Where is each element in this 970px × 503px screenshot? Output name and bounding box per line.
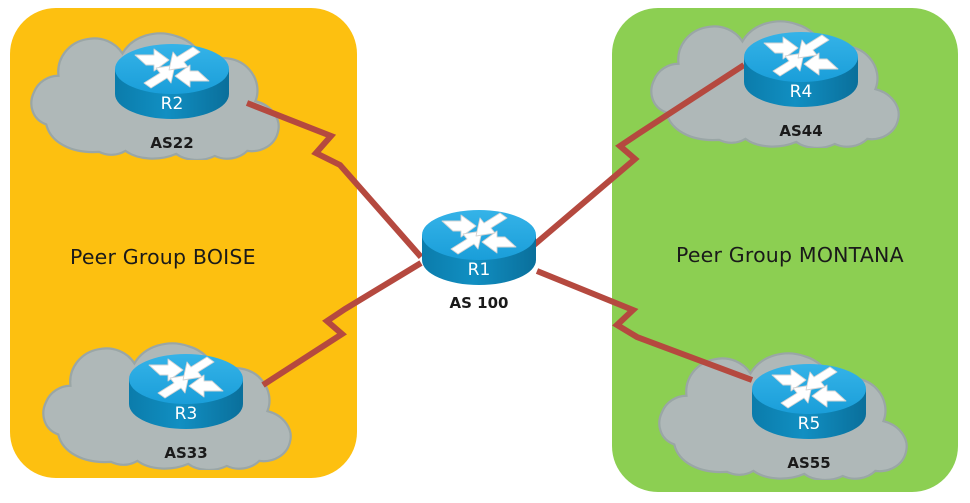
router-icon-r2	[115, 44, 229, 119]
link-r1-r2	[245, 100, 424, 259]
router-r1[interactable]: R1	[420, 203, 538, 289]
as-label-r1: AS 100	[449, 294, 509, 312]
link-r1-r5	[535, 268, 754, 383]
as-label-r2: AS22	[150, 134, 194, 152]
link-r1-r4	[532, 62, 746, 248]
router-label-r2: R2	[160, 94, 184, 114]
router-r5[interactable]: R5	[750, 357, 868, 443]
router-icon-r5	[752, 364, 866, 439]
router-label-r1: R1	[467, 260, 491, 280]
router-icon-r4	[744, 32, 858, 107]
router-icon-r3	[129, 354, 243, 429]
router-r3[interactable]: R3	[127, 347, 245, 433]
as-label-r5: AS55	[787, 454, 831, 472]
link-r1-r3	[261, 260, 423, 388]
router-label-r5: R5	[797, 414, 821, 434]
as-label-r4: AS44	[779, 122, 823, 140]
router-label-r4: R4	[789, 82, 813, 102]
router-r2[interactable]: R2	[113, 37, 231, 123]
router-r4[interactable]: R4	[742, 25, 860, 111]
peer-group-montana-label: Peer Group MONTANA	[676, 243, 904, 267]
as-label-r3: AS33	[164, 444, 208, 462]
router-label-r3: R3	[174, 404, 198, 424]
peer-group-boise-label: Peer Group BOISE	[70, 245, 256, 269]
router-icon-r1	[422, 210, 536, 285]
